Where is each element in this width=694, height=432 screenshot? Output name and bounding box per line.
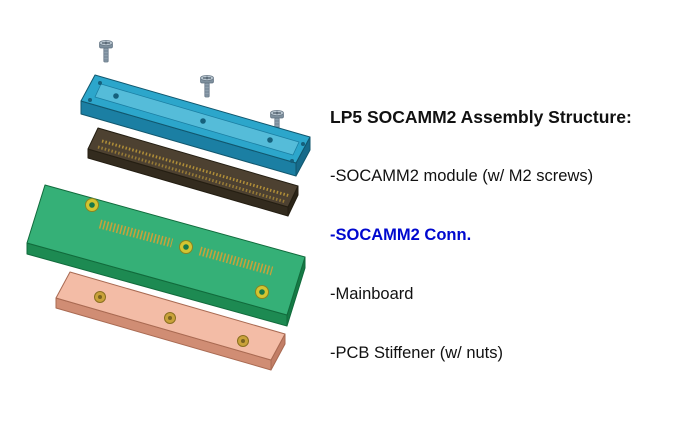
- stiffener-nut: [237, 335, 249, 347]
- mainboard-part: [26, 184, 306, 327]
- m2-screw: [199, 74, 215, 98]
- board-hole: [255, 285, 269, 299]
- pcb-stiffener-part: [55, 271, 286, 371]
- stiffener-nut: [94, 291, 106, 303]
- diagram-title: LP5 SOCAMM2 Assembly Structure:: [330, 107, 632, 127]
- socamm2-connector-part: [87, 127, 299, 217]
- legend-item-socamm2-module: -SOCAMM2 module (w/ M2 screws): [330, 167, 594, 185]
- board-hole: [85, 198, 99, 212]
- m2-screw: [98, 39, 114, 63]
- legend-item-pcb-stiffener: -PCB Stiffener (w/ nuts): [330, 344, 504, 362]
- legend: LP5 SOCAMM2 Assembly Structure: -SOCAMM2…: [330, 106, 690, 402]
- legend-item-socamm2-conn: -SOCAMM2 Conn.: [330, 226, 472, 244]
- board-hole: [179, 240, 193, 254]
- stiffener-nut: [164, 312, 176, 324]
- legend-item-mainboard: -Mainboard: [330, 285, 414, 303]
- socamm2-module-part: [80, 74, 311, 177]
